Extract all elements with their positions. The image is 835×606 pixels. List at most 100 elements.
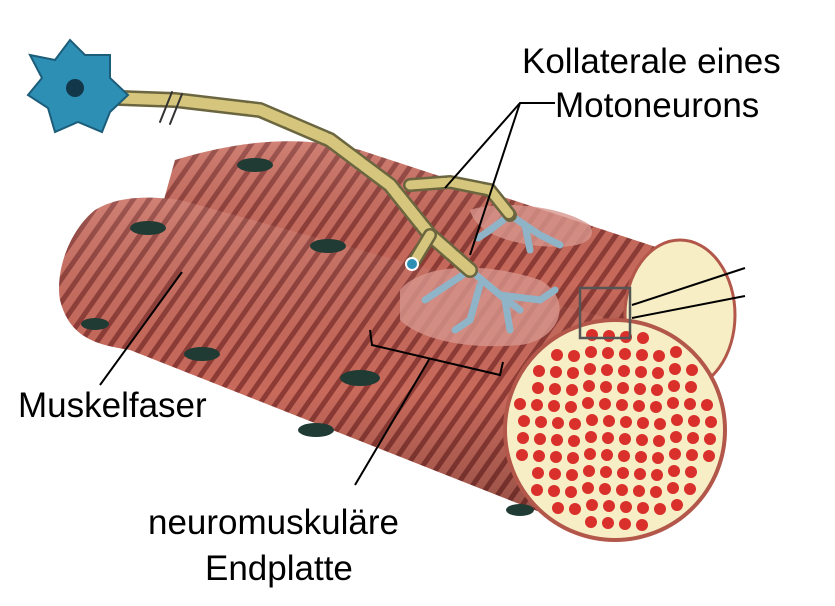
- myofibril: [617, 382, 629, 394]
- myofibril: [650, 486, 662, 498]
- myofibril: [583, 380, 595, 392]
- myofibril: [637, 417, 649, 429]
- nucleus: [310, 239, 346, 253]
- myofibril: [550, 451, 562, 463]
- myofibril: [586, 499, 598, 511]
- nucleus: [184, 347, 220, 361]
- myofibril: [599, 398, 611, 410]
- myofibril: [584, 448, 596, 460]
- myofibril: [585, 516, 597, 528]
- nucleus: [237, 158, 273, 172]
- myofibril: [549, 468, 561, 480]
- myofibril: [514, 398, 526, 410]
- myofibril: [686, 364, 698, 376]
- myofibril: [582, 397, 594, 409]
- myofibril: [566, 469, 578, 481]
- myofibril: [685, 381, 697, 393]
- myofibril: [671, 414, 683, 426]
- myofibril: [668, 380, 680, 392]
- myofibril: [704, 433, 716, 445]
- myofibril: [552, 502, 564, 514]
- myofibril: [684, 483, 696, 495]
- myofibril: [635, 451, 647, 463]
- label-endplate-line2: Endplatte: [205, 549, 353, 588]
- myofibril: [551, 434, 563, 446]
- myofibril: [531, 399, 543, 411]
- myofibril: [601, 449, 613, 461]
- myofibril: [600, 466, 612, 478]
- myofibril: [585, 346, 597, 358]
- myofibril: [550, 366, 562, 378]
- myofibril: [602, 517, 614, 529]
- myofibril: [603, 415, 615, 427]
- myofibril: [517, 432, 529, 444]
- myofibril: [688, 415, 700, 427]
- myofibril: [633, 400, 645, 412]
- myofibril: [670, 431, 682, 443]
- myofibril: [535, 416, 547, 428]
- myofibril: [565, 401, 577, 413]
- myofibril: [617, 467, 629, 479]
- cross-section: [503, 318, 727, 542]
- myofibril: [616, 484, 628, 496]
- myofibril: [633, 485, 645, 497]
- myofibril: [548, 400, 560, 412]
- myofibril: [548, 485, 560, 497]
- myofibril: [652, 452, 664, 464]
- myofibril: [549, 383, 561, 395]
- myofibril: [569, 418, 581, 430]
- myofibril: [687, 432, 699, 444]
- myofibril: [552, 417, 564, 429]
- myofibril: [669, 363, 681, 375]
- myofibril: [703, 450, 715, 462]
- nucleus: [298, 423, 334, 437]
- myofibril: [603, 330, 615, 342]
- myofibril: [620, 501, 632, 513]
- myofibril: [650, 401, 662, 413]
- myofibril: [618, 365, 630, 377]
- myofibril: [619, 518, 631, 530]
- nuclei: [81, 158, 534, 516]
- myofibril: [600, 381, 612, 393]
- nucleus: [340, 370, 380, 386]
- label-endplate-line1: neuromuskuläre: [148, 503, 399, 542]
- myofibril: [533, 365, 545, 377]
- myofibril: [531, 484, 543, 496]
- myofibril: [684, 398, 696, 410]
- myofibril: [653, 350, 665, 362]
- nucleus: [130, 221, 166, 235]
- myofibril: [566, 384, 578, 396]
- myofibril: [516, 449, 528, 461]
- label-collaterals-line2: Motoneurons: [555, 86, 760, 125]
- myofibril: [602, 347, 614, 359]
- myofibril: [652, 367, 664, 379]
- myofibril: [568, 435, 580, 447]
- myofibril: [653, 435, 665, 447]
- label-collaterals-line1: Kollaterale eines: [522, 42, 781, 81]
- myofibril: [636, 434, 648, 446]
- myofibril: [534, 433, 546, 445]
- myofibril: [601, 364, 613, 376]
- myofibril: [619, 348, 631, 360]
- myofibril: [599, 483, 611, 495]
- myofibril: [533, 450, 545, 462]
- myofibril: [636, 519, 648, 531]
- myofibril: [668, 465, 680, 477]
- myofibril: [532, 467, 544, 479]
- myofibril: [565, 486, 577, 498]
- myofibril: [667, 482, 679, 494]
- myofibril: [567, 367, 579, 379]
- myofibril: [654, 503, 666, 515]
- myofibril: [654, 418, 666, 430]
- myofibril: [670, 346, 682, 358]
- myofibril: [586, 414, 598, 426]
- neuron-body: [26, 38, 130, 134]
- myofibril: [635, 366, 647, 378]
- label-muscle-fiber: Muskelfaser: [18, 386, 207, 425]
- nucleus: [506, 504, 534, 516]
- axon-terminals: [421, 211, 564, 334]
- myofibril: [568, 350, 580, 362]
- myofibril: [669, 448, 681, 460]
- myofibril: [582, 482, 594, 494]
